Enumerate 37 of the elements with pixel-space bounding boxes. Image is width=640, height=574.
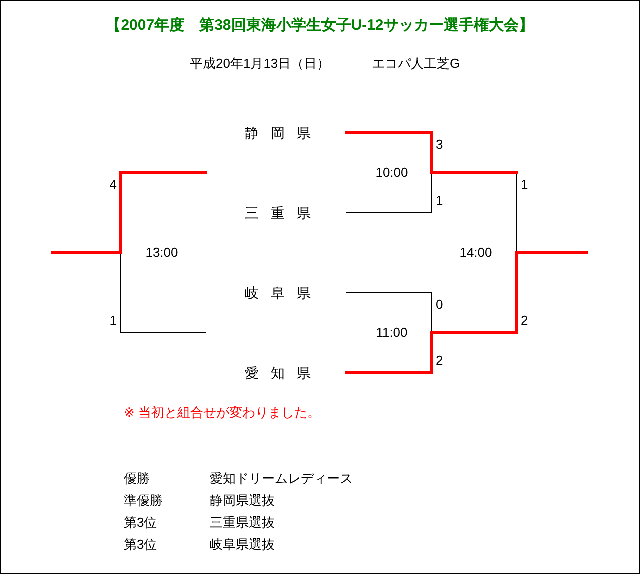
- result-rank: 第3位: [124, 514, 158, 532]
- score: 1: [110, 314, 117, 328]
- bracket-line: [516, 252, 588, 254]
- title: 【2007年度 第38回東海小学生女子U-12サッカー選手権大会】: [105, 16, 535, 35]
- bracket-line: [346, 132, 434, 174]
- result-rank: 準優勝: [124, 492, 163, 510]
- result-team: 岐阜県選抜: [210, 536, 275, 554]
- bracket-line: [120, 252, 206, 334]
- team-name: 静岡県: [240, 123, 347, 143]
- match-time: 13:00: [119, 243, 205, 263]
- venue: エコパ人工芝G: [372, 55, 460, 73]
- score: 0: [436, 298, 444, 312]
- score: 1: [436, 194, 444, 208]
- result-team: 愛知ドリームレディース: [210, 470, 353, 488]
- note: ※ 当初と組合せが変わりました。: [124, 404, 321, 422]
- match-time: 10:00: [350, 163, 434, 183]
- date: 平成20年1月13日（日）: [190, 55, 330, 73]
- score: 1: [521, 178, 528, 192]
- team-name: 岐阜県: [240, 283, 347, 303]
- match-time: 14:00: [433, 243, 519, 263]
- result-team: 静岡県選抜: [210, 492, 275, 510]
- score: 4: [110, 178, 117, 192]
- result-team: 三重県選抜: [210, 514, 275, 532]
- team-name: 三重県: [240, 203, 347, 223]
- score: 2: [436, 354, 444, 368]
- team-name: 愛知県: [240, 363, 347, 383]
- result-rank: 優勝: [124, 470, 150, 488]
- result-rank: 第3位: [124, 536, 158, 554]
- score: 3: [436, 138, 444, 152]
- bracket-line: [346, 332, 434, 374]
- bracket-line: [430, 252, 518, 334]
- bracket-line: [346, 292, 432, 334]
- bracket-line: [52, 252, 122, 254]
- score: 2: [521, 314, 528, 328]
- bracket-line: [346, 172, 432, 214]
- match-time: 11:00: [350, 323, 434, 343]
- bracket-line: [120, 172, 208, 254]
